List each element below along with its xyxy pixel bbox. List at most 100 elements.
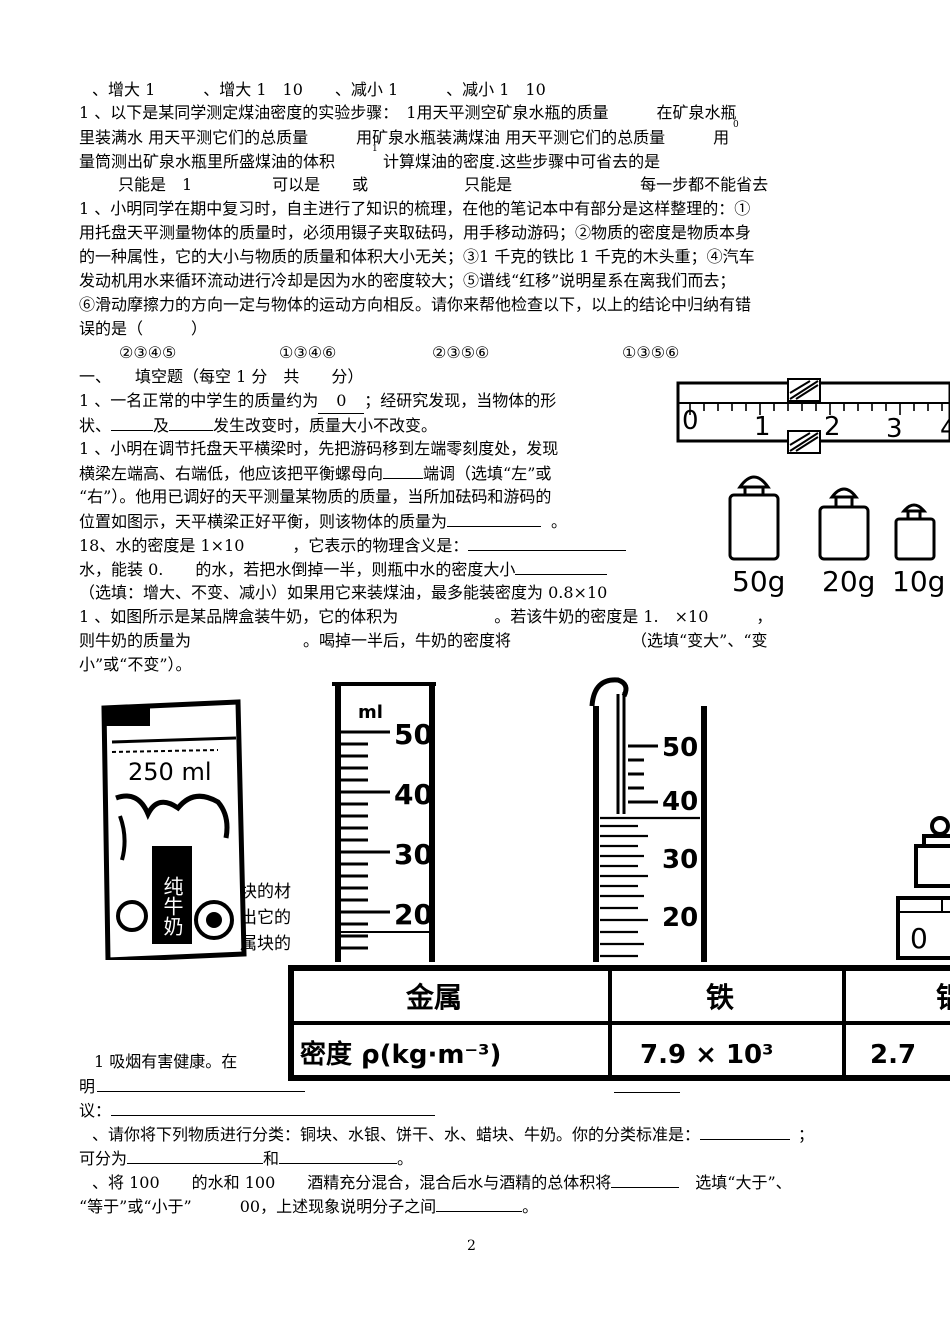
- fill-q1-line-2: 状、及发生改变时，质量大小不改变。: [79, 413, 437, 438]
- overlap-text-3: 属块的: [240, 934, 291, 954]
- options-line-prev: 、增大 1 、增大 1 10 、减小 1 、减小 1 10: [92, 80, 546, 99]
- smoke-blank-2[interactable]: [111, 1098, 300, 1116]
- fill-q1b-end: 发生改变时，质量大小不改变。: [213, 416, 438, 435]
- table-aluminum-density: 2.7: [870, 1040, 916, 1070]
- fill-q2d-text: 位置如图示，天平横梁正好平衡，则该物体的质量为: [79, 512, 448, 531]
- smoke-question-line-2: 明: [79, 1074, 306, 1099]
- table-row-label: 密度 ρ(kg·m⁻³): [300, 1039, 501, 1070]
- milk-volume-label: 250 ml: [128, 758, 211, 786]
- fill-q3-line-1: 18、水的密度是 1×10 ，它表示的物理含义是：: [79, 533, 627, 558]
- table-iron-density: 7.9 × 10³: [640, 1040, 774, 1070]
- fill-q1-text-end: ；经研究发现，当物体的形: [364, 391, 557, 410]
- milk-brand-label: 纯牛奶: [160, 876, 184, 936]
- weight-20g-label: 20g: [822, 565, 875, 598]
- smoke-question-line-1: 1 吸烟有害健康。在: [94, 1052, 238, 1071]
- table-adjacent-blank[interactable]: [614, 1078, 680, 1093]
- cyl2-liquid: [599, 814, 701, 962]
- option-c: ②③⑤⑥: [432, 343, 490, 362]
- classify-blank-standard[interactable]: [700, 1122, 791, 1140]
- rider-slider: [787, 378, 821, 454]
- smoke-blank-3[interactable]: [299, 1098, 436, 1116]
- fill-q4-line-1: 1 、如图所示是某品牌盒装牛奶，它的体积为 。若该牛奶的密度是 1. ×10 ，: [79, 607, 773, 626]
- fill-q4-line-2: 则牛奶的质量为 。喝掉一半后，牛奶的密度将 （选填“变大”、“变: [79, 631, 768, 650]
- question-density-line-3: 量筒测出矿泉水瓶里所盛煤油的体积 计算煤油的密度.这些步骤中可省去的是: [79, 152, 661, 171]
- fill-q3-blank-density[interactable]: [515, 557, 608, 575]
- classify-blank-group-1[interactable]: [127, 1146, 264, 1164]
- fill-q2b-text: 横梁左端高、右端低，他应该把平衡螺母向: [79, 464, 384, 483]
- classify-question-line-1: 、请你将下列物质进行分类：铜块、水银、饼干、水、蜡块、牛奶。你的分类标准是： ；: [92, 1122, 814, 1147]
- smoke-question-line-3: 议：: [79, 1098, 436, 1123]
- balance-rider-and-weights-figure: 0 1 2 3 4 50g 20g 10g: [676, 378, 950, 598]
- partial-balance-figure: 0: [896, 816, 950, 960]
- question-notes-line-1: 1 、小明同学在期中复习时，自主进行了知识的梳理，在他的笔记本中有部分是这样整理…: [79, 199, 751, 218]
- cyl2-label-50: 50: [662, 733, 698, 763]
- weight-10g: [894, 503, 936, 561]
- ruler-label-4: 4: [940, 414, 950, 444]
- mixing-question-line-1: 、将 100 的水和 100 酒精充分混合，混合后水与酒精的总体积将 选填“大于…: [92, 1170, 792, 1195]
- fill-q1-text: 1 、一名正常的中学生的质量约为: [79, 391, 319, 410]
- cyl1-unit-label: ml: [358, 702, 383, 723]
- fill-q1-blank[interactable]: 0: [318, 389, 365, 414]
- table-header-iron: 铁: [706, 981, 734, 1014]
- question-density-options: 只能是 1 可以是 或 只能是 每一步都不能省去: [118, 175, 769, 194]
- fill-q2-line-4: 位置如图示，天平横梁正好平衡，则该物体的质量为。: [79, 509, 567, 534]
- partial-ruler-zero: 0: [910, 922, 928, 955]
- cyl2-liquid-hatching: [600, 816, 700, 958]
- weight-10g-label: 10g: [892, 565, 945, 598]
- cyl1-label-50: 50: [394, 718, 433, 751]
- fill-q3-line-3: （选填：增大、不变、减小）如果用它来装煤油，最多能装密度为 0.8×10: [79, 583, 608, 602]
- classify-text: 、请你将下列物质进行分类：铜块、水银、饼干、水、蜡块、牛奶。你的分类标准是：: [92, 1125, 701, 1144]
- mixing-blank-volume[interactable]: [611, 1170, 680, 1188]
- fill-q2-line-1: 1 、小明在调节托盘天平横梁时，先把游码移到左端零刻度处，发现: [79, 439, 559, 458]
- fill-q3-line-2: 水，能装 0. 的水，若把水倒掉一半，则瓶中水的密度大小: [79, 557, 608, 582]
- footnote-zero: 0: [733, 120, 739, 130]
- ruler-label-0: 0: [682, 406, 699, 436]
- ruler-tick-marks: [689, 403, 943, 415]
- classify-text-period: 。: [397, 1149, 414, 1168]
- graduated-cylinder-2: 50 40 30 20: [589, 677, 707, 962]
- smoke-text-ming: 明: [79, 1077, 96, 1096]
- weight-50g: [728, 475, 780, 561]
- fill-q1b-text: 状、: [79, 416, 112, 435]
- question-density-line-2: 里装满水 用天平测它们的总质量 用矿泉水瓶装满煤油 用天平测它们的总质量 用: [79, 128, 730, 147]
- smoke-blank-1[interactable]: [97, 1074, 306, 1092]
- mixing-text-2: “等于”或“小于” 00，上述现象说明分子之间: [79, 1197, 437, 1216]
- classify-text-and: 和: [263, 1149, 280, 1168]
- footnote-one: 1: [372, 144, 378, 154]
- fill-q1b-blank-2[interactable]: [169, 413, 214, 431]
- fill-q1-line-1: 1 、一名正常的中学生的质量约为 0 ；经研究发现，当物体的形: [79, 389, 556, 414]
- mixing-text: 、将 100 的水和 100 酒精充分混合，混合后水与酒精的总体积将: [92, 1173, 612, 1192]
- classify-blank-group-2[interactable]: [279, 1146, 398, 1164]
- cyl2-label-40: 40: [662, 787, 698, 817]
- fill-q1b-blank-1[interactable]: [111, 413, 154, 431]
- fill-q2-blank-direction[interactable]: [383, 461, 424, 479]
- classify-text-end: ；: [798, 1125, 815, 1144]
- metal-density-table: 金属 铁 铝 密度 ρ(kg·m⁻³) 7.9 × 10³ 2.7: [288, 965, 950, 1081]
- overlap-text-1: 块的材: [240, 882, 291, 902]
- fill-q3-blank-meaning[interactable]: [468, 533, 627, 551]
- ruler-label-1: 1: [754, 412, 771, 442]
- ruler-label-3: 3: [886, 414, 903, 444]
- fill-q1-answer: 0: [336, 391, 347, 410]
- fill-q2-blank-mass[interactable]: [447, 509, 542, 527]
- milk-box-figure: 250 ml 纯牛奶: [101, 699, 247, 960]
- graduated-cylinder-1: ml 50 40 30 20: [332, 682, 436, 962]
- cyl1-label-40: 40: [394, 778, 433, 811]
- question-density-line-1: 1 、以下是某同学测定煤油密度的实验步骤： 1用天平测空矿泉水瓶的质量 在矿泉水…: [79, 103, 737, 122]
- option-a: ②③④⑤: [119, 343, 177, 362]
- mixing-blank-reason[interactable]: [436, 1194, 523, 1212]
- cyl1-label-30: 30: [394, 838, 433, 871]
- table-header-aluminum: 铝: [936, 981, 950, 1014]
- cyl2-label-30: 30: [662, 845, 698, 875]
- question-notes-line-5: ⑥滑动摩擦力的方向一定与物体的运动方向相反。请你来帮他检查以下，以上的结论中归纳…: [79, 295, 752, 314]
- question-notes-line-6: 误的是（ ）: [79, 319, 208, 338]
- fill-q3b-text: 水，能装 0. 的水，若把水倒掉一半，则瓶中水的密度大小: [79, 560, 516, 579]
- weight-50g-label: 50g: [732, 565, 785, 598]
- option-d: ①③⑤⑥: [622, 343, 680, 362]
- ruler-label-2: 2: [824, 412, 841, 442]
- mixing-question-line-2: “等于”或“小于” 00，上述现象说明分子之间。: [79, 1194, 538, 1219]
- fill-q2-line-3: “右”）。他用已调好的天平测量某物质的质量，当所加砝码和游码的: [79, 487, 552, 506]
- mixing-text-end: 选填“大于”、: [679, 1173, 792, 1192]
- fill-q2-line-2: 横梁左端高、右端低，他应该把平衡螺母向端调（选填“左”或: [79, 461, 551, 486]
- overlap-text-2: 出它的: [240, 908, 291, 928]
